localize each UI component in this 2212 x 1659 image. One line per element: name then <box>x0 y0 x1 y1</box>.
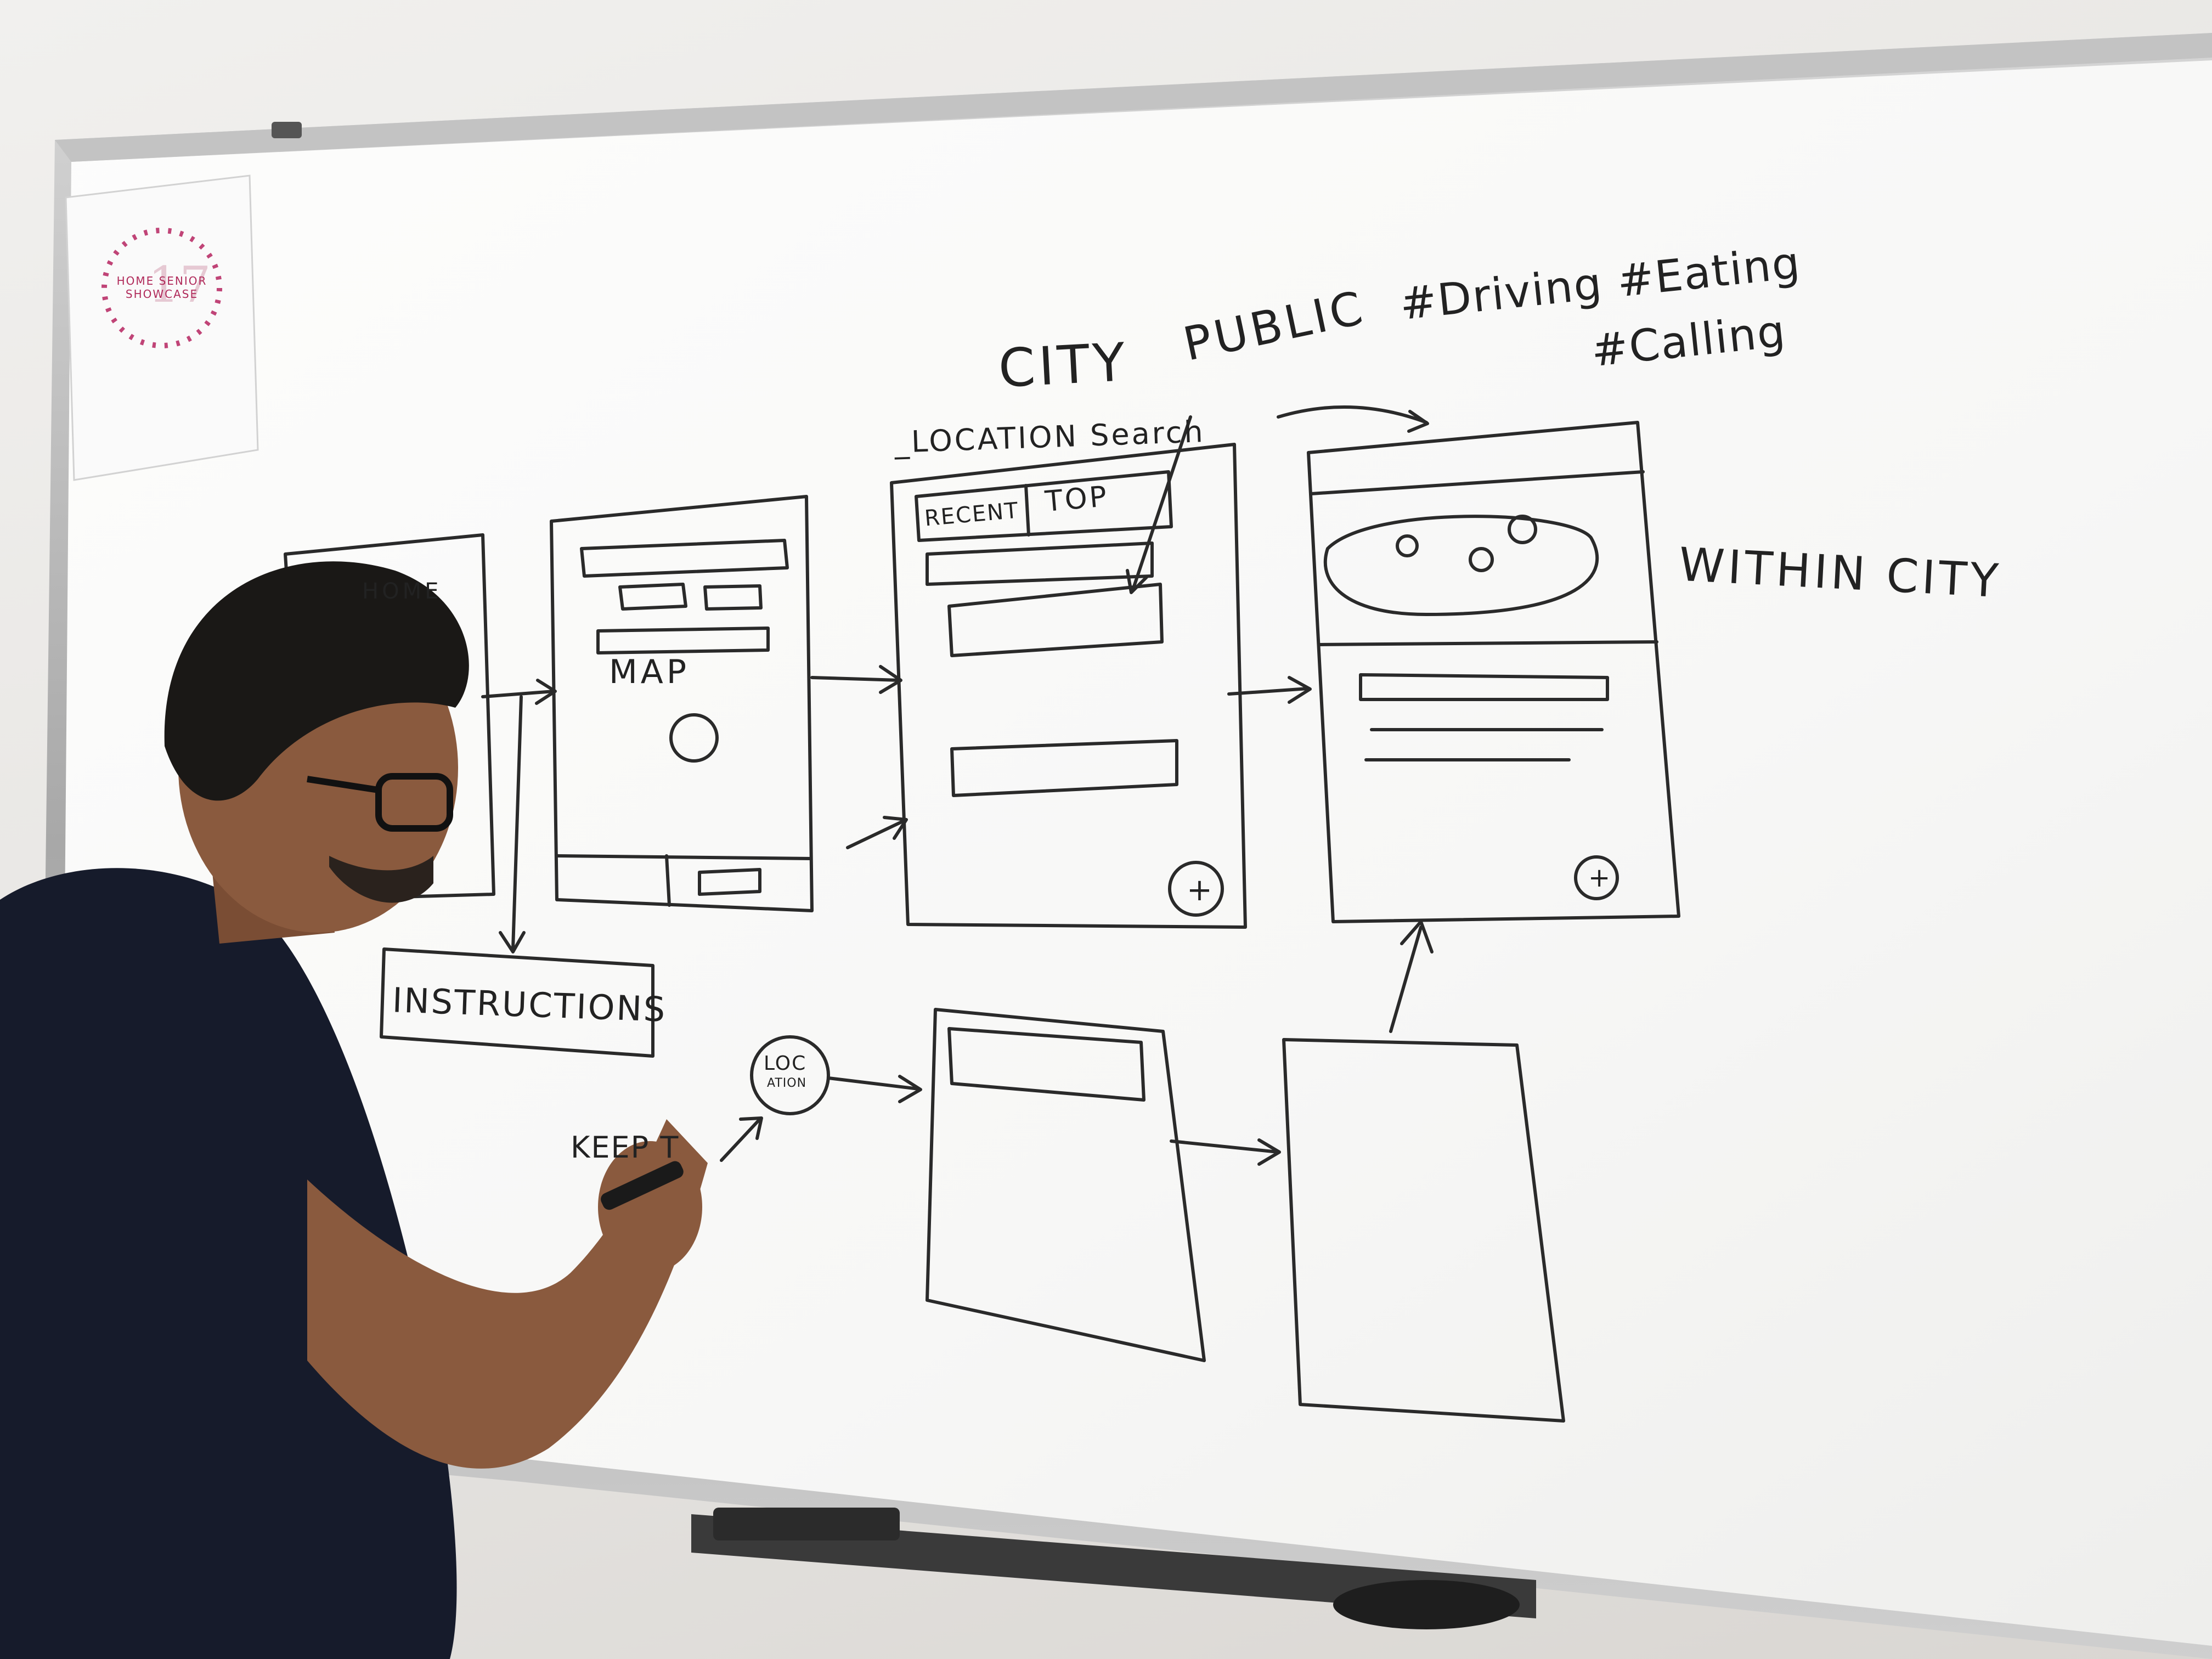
eraser <box>713 1508 900 1541</box>
label-location-bubble-2: ATION <box>767 1076 807 1090</box>
poster-logo: 17 <box>148 256 211 314</box>
poster-dot-ring <box>101 228 222 348</box>
person-beard <box>329 856 433 903</box>
marker <box>601 1161 684 1210</box>
sketch-frame-instructions <box>380 947 654 1058</box>
person-arm <box>307 1119 708 1469</box>
plus-icon: + <box>1187 872 1212 908</box>
sketch-frame-location-search <box>890 443 1247 929</box>
label-home: HOME <box>362 579 442 604</box>
location-bubble <box>750 1035 830 1115</box>
glasses-on-tray <box>1333 1580 1520 1629</box>
person <box>0 561 708 1659</box>
label-location-bubble-1: LOC <box>764 1052 807 1075</box>
label-keep: KEEP T <box>571 1130 680 1165</box>
person-hair <box>164 561 469 801</box>
label-map: MAP <box>609 653 690 691</box>
poster-title: HOME SENIOR SHOWCASE <box>116 274 207 301</box>
whiteboard-top-rail <box>55 33 2212 162</box>
glasses <box>375 773 453 832</box>
sketch-frame-location-list <box>926 1008 1206 1362</box>
sketch-frame-detail <box>1307 421 1680 923</box>
label-top: TOP <box>1043 480 1110 518</box>
marker-tray <box>691 1514 1536 1618</box>
sketch-frame-empty <box>1282 1038 1565 1423</box>
poster <box>65 174 259 481</box>
person-shirt <box>0 868 457 1659</box>
label-city: CITY <box>997 331 1130 400</box>
plus-icon: + <box>1588 862 1611 893</box>
rail-clip <box>272 122 302 138</box>
sketch-frame-map <box>550 495 814 912</box>
